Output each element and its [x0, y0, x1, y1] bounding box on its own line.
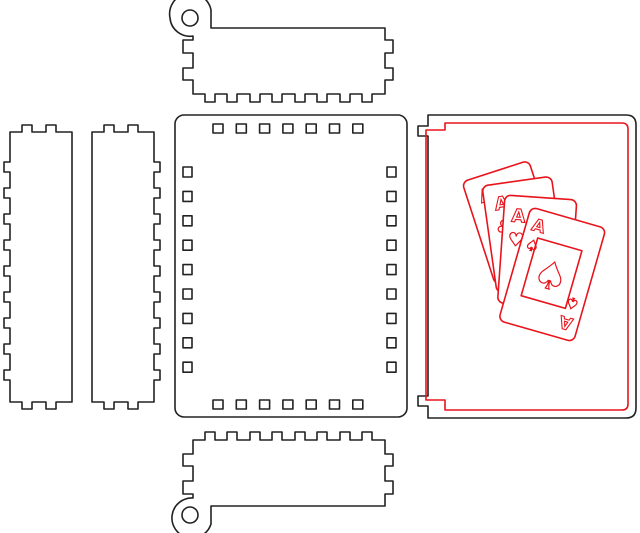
- card-3-face: [499, 207, 606, 342]
- base-slot-right: [386, 239, 397, 251]
- playing-cards-engraving: A ♦ A ♣ A ♥ A ♠ ♠ A ♠: [462, 161, 606, 342]
- base-slot-right: [386, 312, 397, 325]
- base-slot-top: [351, 123, 364, 134]
- base-slot-left: [182, 263, 193, 276]
- base-slot-left: [182, 312, 193, 325]
- card-3-suit-icon-inverted: ♠: [563, 293, 581, 314]
- base-slot-left: [182, 288, 193, 300]
- base-slot-left: [182, 190, 193, 203]
- bottom-side-panel: [171, 431, 394, 533]
- lid-panel-outline: [417, 114, 637, 419]
- base-slot-right: [386, 361, 397, 374]
- left-end-panel-2: [91, 124, 161, 410]
- base-slot-bottom: [282, 399, 294, 410]
- base-slot-left: [182, 361, 193, 374]
- base-slot-bottom: [351, 399, 364, 410]
- base-slot-bottom: [305, 399, 318, 410]
- base-slot-left: [182, 166, 193, 178]
- base-slot-bottom: [235, 399, 248, 410]
- base-slot-right: [386, 190, 397, 203]
- top-hanging-hole: [181, 9, 199, 27]
- lid-panel: A ♦ A ♣ A ♥ A ♠ ♠ A ♠: [417, 114, 637, 419]
- base-slot-top: [235, 123, 248, 134]
- lid-engraved-border: [425, 122, 629, 411]
- base-slot-right: [386, 288, 397, 300]
- base-slot-left: [182, 215, 193, 227]
- base-slot-bottom: [328, 399, 341, 410]
- bottom-hanging-hole: [181, 506, 199, 524]
- top-side-panel: [168, 0, 394, 103]
- base-slot-right: [386, 263, 397, 276]
- base-slots-top: [212, 123, 364, 134]
- card-ace-of-spades: A ♠ ♠ A ♠: [499, 207, 606, 342]
- base-slot-left: [182, 239, 193, 251]
- bottom-side-panel-outline: [171, 431, 394, 533]
- base-slots-bottom: [212, 399, 364, 410]
- card-3-center-frame: [520, 237, 583, 310]
- base-slots-right: [386, 166, 397, 374]
- base-slots-left: [182, 166, 193, 374]
- base-slot-right: [386, 336, 397, 349]
- base-panel: [174, 114, 408, 418]
- card-2-rank: A: [511, 206, 526, 228]
- left-end-panel-1-outline: [3, 124, 73, 410]
- base-panel-outline: [174, 114, 408, 418]
- base-slot-right: [386, 215, 397, 227]
- top-side-panel-outline: [168, 0, 394, 103]
- base-slot-left: [182, 336, 193, 349]
- base-slot-top: [258, 123, 271, 134]
- left-end-panel-2-outline: [91, 124, 161, 410]
- base-slot-right: [386, 166, 397, 178]
- base-slot-top: [305, 123, 318, 134]
- left-end-panel-1: [3, 124, 73, 410]
- base-slot-top: [212, 123, 224, 134]
- base-slot-top: [282, 123, 294, 134]
- base-slot-bottom: [212, 399, 224, 410]
- base-slot-bottom: [258, 399, 271, 410]
- base-slot-top: [328, 123, 341, 134]
